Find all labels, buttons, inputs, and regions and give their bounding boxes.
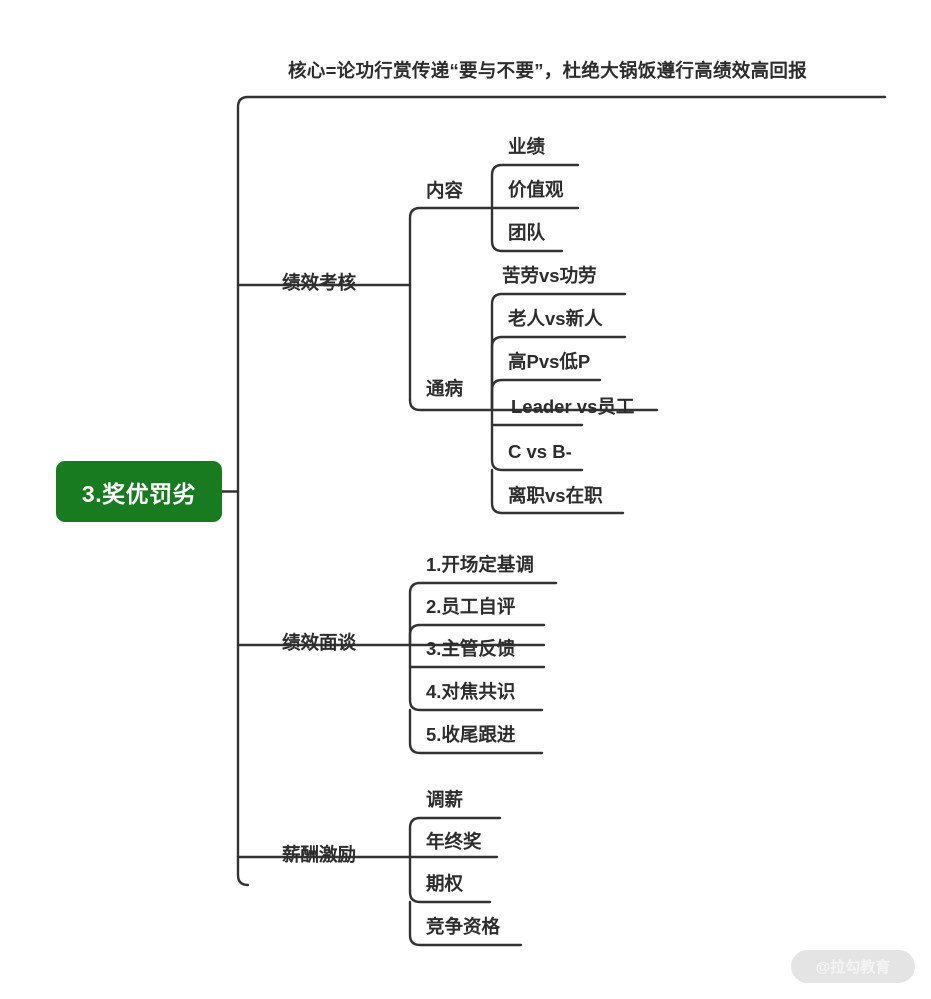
wire-sub-1b — [408, 398, 494, 412]
root-node[interactable]: 3.奖优罚劣 — [56, 461, 222, 522]
root-node-label: 3.奖优罚劣 — [81, 480, 197, 507]
wire-sub-1a — [408, 206, 494, 287]
leaf-label-year-end-bonus[interactable]: 年终奖 — [426, 831, 482, 852]
leaf-label-leader-vs-staff[interactable]: Leader vs员工 — [511, 396, 635, 417]
branch-label-performance-review[interactable]: 绩效考核 — [282, 272, 357, 293]
leaf-label-salary-adjustment[interactable]: 调薪 — [426, 789, 464, 810]
watermark: @拉勾教育 — [791, 950, 915, 983]
branch-label-performance-interview[interactable]: 绩效面谈 — [282, 632, 357, 653]
subbranch-label-content[interactable]: 内容 — [426, 180, 464, 201]
branch-label-compensation-incentive[interactable]: 薪酬激励 — [282, 844, 357, 865]
watermark-label: @拉勾教育 — [815, 959, 891, 976]
leaf-label-competition-qualification[interactable]: 竞争资格 — [426, 916, 501, 937]
leaf-label-toil-vs-merit[interactable]: 苦劳vs功劳 — [502, 265, 597, 286]
leaf-label-interview-step-5[interactable]: 5.收尾跟进 — [426, 724, 516, 745]
leaf-label-performance[interactable]: 业绩 — [508, 136, 546, 157]
subbranch-label-common-issues[interactable]: 通病 — [426, 378, 464, 399]
leaf-label-resigned-vs-incumbent[interactable]: 离职vs在职 — [508, 485, 603, 506]
leaf-label-values[interactable]: 价值观 — [508, 179, 564, 200]
leaf-label-stock-options[interactable]: 期权 — [426, 873, 464, 894]
leaf-label-veteran-vs-newcomer[interactable]: 老人vs新人 — [508, 308, 603, 329]
leaf-label-interview-step-2[interactable]: 2.员工自评 — [426, 596, 516, 617]
leaf-label-high-p-vs-low-p[interactable]: 高Pvs低P — [508, 351, 591, 372]
leaf-label-interview-step-1[interactable]: 1.开场定基调 — [426, 554, 534, 575]
leaf-label-c-vs-b-minus[interactable]: C vs B- — [508, 441, 572, 462]
header-title: 核心=论功行赏传递“要与不要”，杜绝大锅饭遵行高绩效高回报 — [288, 60, 808, 81]
leaf-label-team[interactable]: 团队 — [508, 222, 546, 243]
leaf-label-interview-step-4[interactable]: 4.对焦共识 — [426, 681, 516, 702]
leaf-label-interview-step-3[interactable]: 3.主管反馈 — [426, 638, 516, 659]
